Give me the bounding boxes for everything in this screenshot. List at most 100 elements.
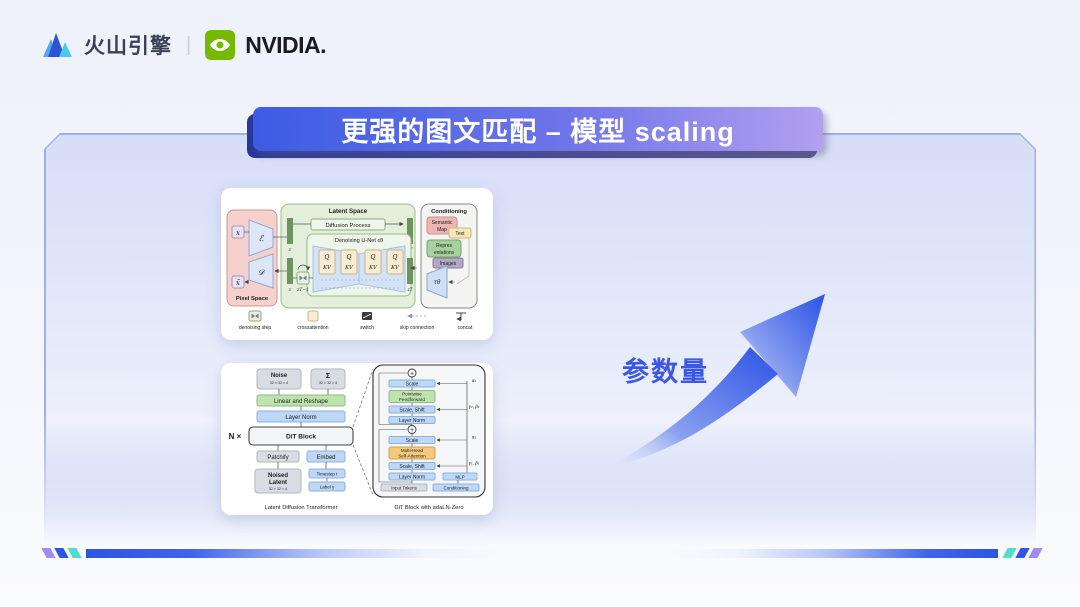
growth-arrow-icon xyxy=(606,294,825,468)
dit-right-caption: DiT Block with adaLN-Zero xyxy=(394,505,463,511)
svg-text:Conditioning: Conditioning xyxy=(431,209,467,215)
decoder-label: 𝒟 xyxy=(258,268,266,277)
svg-text:Latent Space: Latent Space xyxy=(329,208,368,215)
svg-text:Text: Text xyxy=(455,231,465,237)
svg-text:Map: Map xyxy=(437,227,447,233)
svg-text:Noise: Noise xyxy=(271,373,288,379)
svg-text:+: + xyxy=(410,427,414,434)
svg-text:Layer Norm: Layer Norm xyxy=(399,418,425,424)
svg-text:Self-Attention: Self-Attention xyxy=(398,454,426,459)
svg-text:Timestep t: Timestep t xyxy=(317,472,339,477)
logo-divider: | xyxy=(186,33,192,56)
svg-text:switch: switch xyxy=(360,325,374,331)
svg-text:32 × 32 × 4: 32 × 32 × 4 xyxy=(319,381,337,385)
svg-text:Linear and Reshape: Linear and Reshape xyxy=(274,399,329,405)
dit-left-caption: Latent Diffusion Transformer xyxy=(264,505,337,511)
content-panel xyxy=(44,133,1036,545)
content-panel-fill xyxy=(46,135,1035,546)
svg-text:Pixel Space: Pixel Space xyxy=(236,296,269,302)
unet-title: Denoising U-Net ϵθ xyxy=(335,238,383,244)
svg-text:z: z xyxy=(288,288,292,293)
svg-text:α₂: α₂ xyxy=(472,378,477,383)
svg-text:denoising step: denoising step xyxy=(239,325,271,331)
title-banner: 更强的图文匹配 – 模型 scaling xyxy=(253,107,823,151)
svg-text:+: + xyxy=(410,371,414,378)
svg-text:Σ: Σ xyxy=(326,371,331,380)
svg-text:KV: KV xyxy=(344,265,354,271)
decor-slash-purple xyxy=(41,548,56,558)
decor-slash-teal xyxy=(67,548,82,558)
svg-text:x: x xyxy=(236,229,240,237)
svg-text:KV: KV xyxy=(322,265,332,271)
svg-text:skip connection: skip connection xyxy=(400,325,435,331)
svg-text:MLP: MLP xyxy=(455,475,464,480)
svg-text:γ₂, β₂: γ₂, β₂ xyxy=(469,404,480,409)
unet-qkv-blocks: Q KV Q KV Q KV Q KV xyxy=(318,249,404,275)
svg-text:Multi-Head: Multi-Head xyxy=(401,448,424,453)
svg-text:Label y: Label y xyxy=(320,485,335,490)
ldm-legend: denoising step crossattention switch ski… xyxy=(239,310,473,331)
svg-text:entations: entations xyxy=(434,250,455,256)
decor-slash-blue xyxy=(1015,548,1030,558)
svg-text:KV: KV xyxy=(390,265,400,271)
svg-text:Semantic: Semantic xyxy=(432,220,453,226)
nvidia-eye-icon xyxy=(205,30,236,60)
svg-text:Feedforward: Feedforward xyxy=(399,397,425,402)
svg-text:Embed: Embed xyxy=(316,455,335,461)
svg-text:Noised: Noised xyxy=(268,473,288,479)
parameter-count-label: 参数量 xyxy=(622,357,709,387)
dit-architecture-diagram: Noise 32 × 32 × 4 Σ 32 × 32 × 4 Linear a… xyxy=(229,364,486,511)
svg-text:Q: Q xyxy=(325,254,330,261)
svg-text:concat: concat xyxy=(458,325,473,331)
ldm-diagram-card: x ℰ x̃ 𝒟 Pixel Space Latent Space z Diff… xyxy=(221,188,493,340)
svg-text:Q: Q xyxy=(393,254,398,261)
ldm-latent-space: Latent Space z Diffusion Process zT Deno… xyxy=(273,203,417,309)
header-logo-bar: 火山引擎 | NVIDIA. xyxy=(40,30,327,60)
decor-bar-left xyxy=(86,548,606,558)
nvidia-wordmark: NVIDIA. xyxy=(245,31,327,58)
decor-slash-blue xyxy=(54,548,69,558)
decor-slash-purple xyxy=(1028,548,1043,558)
svg-text:Repres: Repres xyxy=(436,243,453,249)
volcano-engine-icon xyxy=(43,33,72,57)
bottom-left-decor xyxy=(41,548,606,558)
svg-text:Conditioning: Conditioning xyxy=(443,486,469,491)
svg-text:Layer Norm: Layer Norm xyxy=(399,475,425,481)
svg-text:Images: Images xyxy=(440,261,457,267)
svg-text:x̃: x̃ xyxy=(236,278,240,287)
svg-text:Pointwise: Pointwise xyxy=(402,392,422,397)
svg-text:Scale, Shift: Scale, Shift xyxy=(399,464,425,470)
encoder-label: ℰ xyxy=(259,234,265,243)
svg-text:Scale, Shift: Scale, Shift xyxy=(399,408,425,414)
svg-text:γ₁, β₁: γ₁, β₁ xyxy=(469,461,480,466)
svg-text:α₁: α₁ xyxy=(472,435,477,440)
svg-text:Patchify: Patchify xyxy=(267,455,288,461)
volcano-engine-wordmark: 火山引擎 xyxy=(84,35,172,58)
svg-text:Input Tokens: Input Tokens xyxy=(391,486,417,491)
decor-bar-right xyxy=(650,548,998,558)
ldm-architecture-diagram: x ℰ x̃ 𝒟 Pixel Space Latent Space z Diff… xyxy=(226,203,478,331)
svg-text:Scale: Scale xyxy=(406,382,419,388)
ldm-pixel-space: x ℰ x̃ 𝒟 Pixel Space xyxy=(226,209,278,307)
svg-text:zT−1: zT−1 xyxy=(296,287,309,293)
svg-text:z: z xyxy=(288,247,292,253)
svg-text:Scale: Scale xyxy=(406,438,419,444)
svg-text:Diffusion Process: Diffusion Process xyxy=(326,223,371,229)
svg-text:Q: Q xyxy=(371,254,376,261)
svg-text:32 × 32 × 4: 32 × 32 × 4 xyxy=(269,487,287,491)
n-times-label: N × xyxy=(229,432,242,441)
svg-text:DiT Block: DiT Block xyxy=(286,434,316,441)
svg-text:Q: Q xyxy=(347,254,352,261)
slide-title: 更强的图文匹配 – 模型 scaling xyxy=(341,116,735,147)
svg-text:zT: zT xyxy=(406,287,413,293)
svg-text:32 × 32 × 4: 32 × 32 × 4 xyxy=(270,381,288,385)
dit-block-detail: + Scale α₂ Pointwise Feedforward Scale, … xyxy=(372,364,486,511)
bottom-right-decor xyxy=(650,548,1043,558)
title-banner-face: 更强的图文匹配 – 模型 scaling xyxy=(253,107,823,151)
decor-slash-teal xyxy=(1002,548,1017,558)
svg-text:Layer Norm: Layer Norm xyxy=(285,415,316,421)
tau-theta-label: τθ xyxy=(434,279,441,286)
dit-diagram-card: Noise 32 × 32 × 4 Σ 32 × 32 × 4 Linear a… xyxy=(221,363,493,515)
svg-text:KV: KV xyxy=(368,265,378,271)
svg-text:Latent: Latent xyxy=(269,480,287,486)
